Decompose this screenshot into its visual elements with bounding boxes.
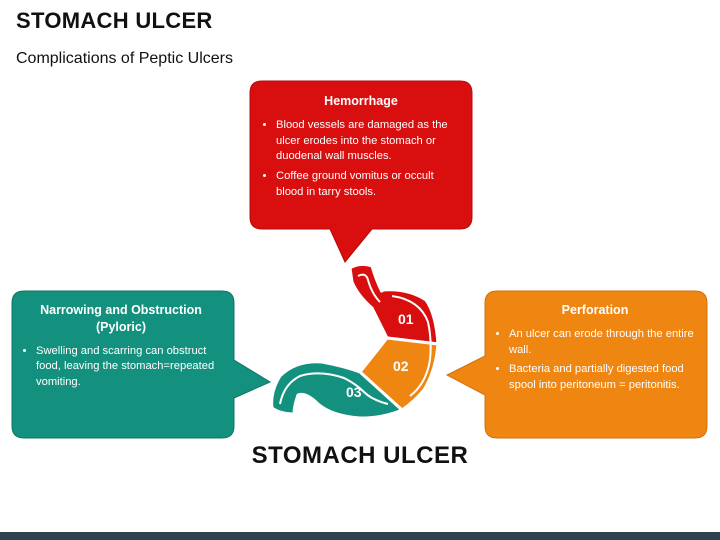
perforation-bullet: Bacteria and partially digested food spo… [509, 362, 699, 393]
perforation-title: Perforation [561, 303, 629, 317]
page-title: STOMACH ULCER [16, 8, 213, 33]
page-subtitle: Complications of Peptic Ulcers [16, 50, 233, 67]
narrowing-bullets: Swelling and scarring can obstruct food,… [18, 344, 224, 391]
fundus-inner-outline [391, 295, 432, 397]
stomach-ulcer-label: STOMACH ULCER [251, 442, 469, 469]
segment-number-01: 01 [398, 311, 414, 327]
hemorrhage-bullet: Blood vessels are damaged as the ulcer e… [276, 118, 464, 165]
stomach-segment-1 [348, 262, 440, 346]
narrowing-bullet: Swelling and scarring can obstruct food,… [36, 344, 224, 391]
stomach-segment-2 [357, 336, 440, 412]
pylorus-inner-outline [279, 372, 389, 405]
narrowing-callout: Narrowing and Obstruction (Pyloric) Swel… [18, 302, 224, 395]
segment-number-03: 03 [346, 384, 362, 400]
narrowing-bubble [11, 290, 272, 439]
narrowing-title: Narrowing and Obstruction (Pyloric) [40, 303, 202, 334]
hemorrhage-bubble [249, 80, 473, 263]
hemorrhage-bullets: Blood vessels are damaged as the ulcer e… [258, 118, 464, 200]
perforation-bullets: An ulcer can erode through the entire wa… [491, 327, 699, 394]
perforation-bubble [445, 290, 708, 439]
footer-bar [0, 532, 720, 540]
stomach-illustration [270, 262, 440, 420]
segment-number-02: 02 [393, 358, 409, 374]
hemorrhage-callout: Hemorrhage Blood vessels are damaged as … [258, 93, 464, 204]
esophagus-inner-outline [357, 273, 381, 303]
perforation-bullet: An ulcer can erode through the entire wa… [509, 327, 699, 358]
perforation-callout: Perforation An ulcer can erode through t… [491, 302, 699, 398]
hemorrhage-title: Hemorrhage [324, 94, 398, 108]
hemorrhage-bullet: Coffee ground vomitus or occult blood in… [276, 169, 464, 200]
